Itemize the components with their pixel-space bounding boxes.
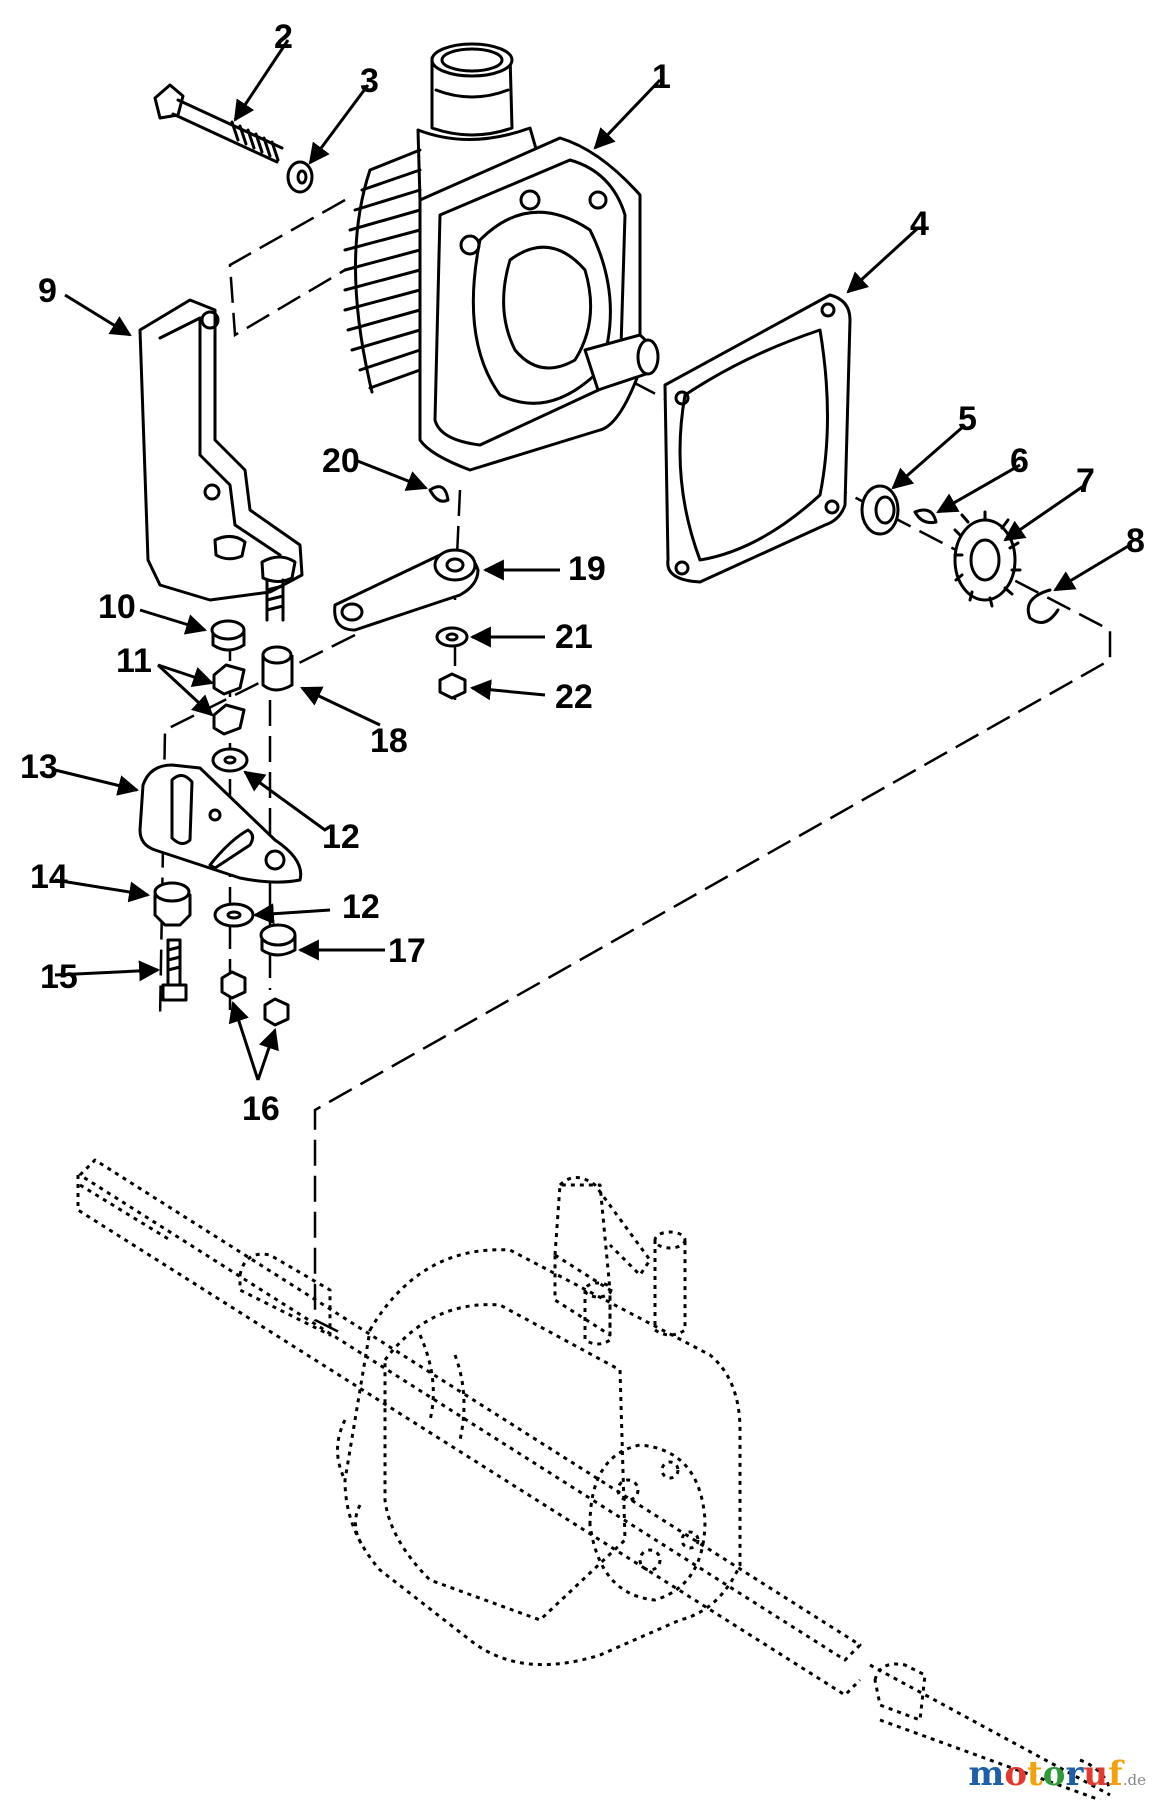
callout-10: 10	[98, 588, 136, 626]
callout-1: 1	[652, 58, 671, 96]
arm-part-19	[333, 548, 480, 632]
washer-part-3	[286, 160, 314, 194]
washer-part-12-upper	[211, 747, 249, 773]
gasket-part-4	[663, 293, 852, 584]
callout-8: 8	[1126, 522, 1145, 560]
callout-11: 11	[116, 642, 152, 680]
bolt-part-2	[153, 83, 284, 164]
callout-9: 9	[38, 272, 57, 310]
callout-20: 20	[322, 442, 360, 480]
callout-12-lower: 12	[342, 888, 380, 926]
watermark-letter: f	[1108, 1754, 1123, 1794]
callout-7: 7	[1076, 462, 1095, 500]
callout-17: 17	[388, 932, 426, 970]
bracket-part-9	[138, 298, 304, 602]
washer-part-12-lower	[213, 902, 255, 928]
callout-6: 6	[1010, 442, 1029, 480]
callout-12-upper: 12	[322, 818, 360, 856]
callout-4: 4	[910, 205, 929, 243]
watermark-letter: r	[1065, 1754, 1084, 1794]
nuts-part-16	[220, 970, 290, 1027]
gear-part-7	[953, 510, 1022, 608]
callout-14: 14	[30, 858, 68, 896]
leader-arrows	[54, 39, 1131, 1081]
stud-part-18-thread	[265, 578, 285, 622]
watermark-letter: o	[1042, 1754, 1066, 1794]
watermark-letter: o	[1004, 1754, 1028, 1794]
key-part-6	[913, 508, 938, 524]
callout-15: 15	[40, 958, 78, 996]
retaining-ring-part-8	[1026, 588, 1060, 624]
spacer-part-18	[261, 645, 294, 692]
callout-18: 18	[370, 722, 408, 760]
callout-22: 22	[555, 678, 593, 716]
watermark-letter: t	[1027, 1754, 1043, 1794]
callout-21: 21	[555, 618, 593, 656]
bearing-part-5	[860, 484, 900, 536]
callout-3: 3	[360, 62, 379, 100]
transaxle-reference-outline	[76, 1158, 1112, 1800]
callout-13: 13	[20, 748, 58, 786]
bushing-part-17	[259, 923, 297, 957]
nut-part-14	[153, 881, 192, 927]
watermark-letter: m	[968, 1754, 1005, 1794]
clip-nuts-part-11	[212, 663, 246, 736]
key-part-20	[428, 485, 450, 503]
callout-2: 2	[274, 18, 293, 56]
nut-part-22	[438, 672, 467, 700]
plate-part-13	[138, 763, 303, 884]
callout-labels: 1 2 3 4 5 6 7 8 9 10 11 12 13 14 15 12 1…	[20, 18, 1145, 1128]
watermark-letter: u	[1083, 1754, 1109, 1794]
washer-part-21	[435, 626, 469, 648]
watermark-suffix: .de	[1122, 1771, 1146, 1789]
bolt-part-15	[161, 938, 188, 1002]
washer-part-10	[210, 619, 246, 652]
callout-19: 19	[568, 550, 606, 588]
callout-5: 5	[958, 400, 977, 438]
motor-part-1	[343, 42, 660, 472]
callout-16: 16	[242, 1090, 280, 1128]
motoruf-watermark-logo: motoruf.de	[968, 1754, 1146, 1794]
